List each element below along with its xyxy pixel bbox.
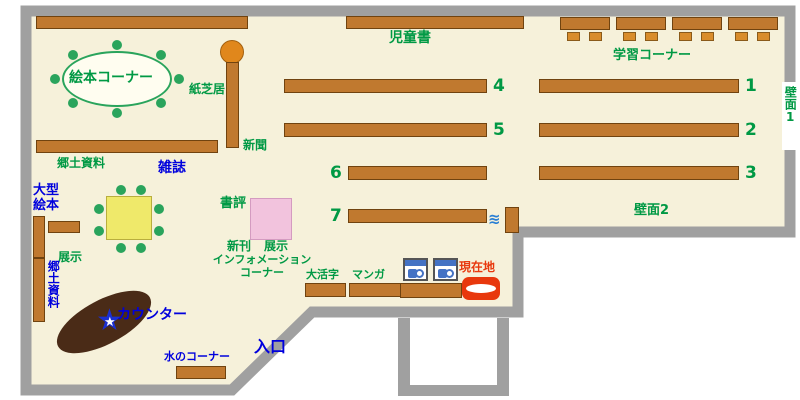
- local-materials-label: 郷土資料: [57, 156, 106, 170]
- copier-counter-shelf: [400, 283, 462, 298]
- large-picture-books-shelf: [33, 216, 45, 258]
- shelf-number-6: 6: [330, 163, 342, 183]
- bookshelf-row-5: [284, 123, 487, 137]
- large-print-shelf: [305, 283, 346, 297]
- study-desk: [616, 17, 666, 30]
- copier-lid: [435, 260, 456, 266]
- study-chair: [757, 32, 770, 41]
- picture-book-chair: [68, 98, 78, 108]
- reading-chair: [94, 226, 104, 236]
- picture-book-chair: [174, 74, 184, 84]
- reading-chair: [154, 226, 164, 236]
- shelf-number-2: 2: [745, 120, 757, 140]
- vestibule-wall-right: [497, 318, 509, 396]
- shelf-number-1: 1: [745, 76, 757, 96]
- copier-icon: [403, 258, 428, 281]
- shelf-number-7: 7: [330, 206, 342, 226]
- bookshelf-row-2: [539, 123, 739, 137]
- local-materials-shelf: [36, 140, 218, 153]
- study-chair: [589, 32, 602, 41]
- study-chair: [645, 32, 658, 41]
- local-materials-shelf-left: [33, 258, 45, 322]
- reading-chair: [136, 243, 146, 253]
- bookshelf-row-7: [348, 209, 487, 223]
- picture-book-corner-label: 絵本コーナー: [69, 70, 153, 86]
- local-materials-left-label: 郷土資料: [46, 260, 61, 308]
- manga-shelf: [349, 283, 402, 297]
- reading-chair: [154, 204, 164, 214]
- study-chair: [623, 32, 636, 41]
- shelf-number-5: 5: [493, 120, 505, 140]
- picture-book-chair: [112, 40, 122, 50]
- water-fountain-icon: ≋: [488, 210, 501, 228]
- counter-star-icon: ★: [96, 303, 123, 338]
- water-corner-shelf: [176, 366, 226, 379]
- magazines-label: 雑誌: [158, 160, 186, 176]
- water-corner-label: 水のコーナー: [164, 350, 230, 363]
- copier-dial: [415, 269, 424, 278]
- display-left-label: 展示: [58, 250, 83, 264]
- copier-dial: [445, 269, 454, 278]
- children-books-label: 児童書: [389, 30, 431, 46]
- kamishibai-table: [220, 40, 244, 64]
- picture-book-chair: [50, 74, 60, 84]
- reading-chair: [136, 185, 146, 195]
- reading-chair: [94, 204, 104, 214]
- top-wall-shelf-left: [36, 16, 248, 29]
- reading-table: [106, 196, 152, 240]
- new-books-label: 新刊: [227, 239, 252, 253]
- display-center-label: 展示: [264, 239, 289, 253]
- study-chair: [735, 32, 748, 41]
- current-location-label: 現在地: [459, 260, 496, 274]
- kamishibai-label: 紙芝居: [189, 82, 226, 96]
- large-picture-books-label: 大型絵本: [33, 183, 60, 213]
- picture-book-chair: [68, 50, 78, 60]
- information-corner-label-line1: インフォメーション: [212, 253, 312, 266]
- bookshelf-row-6: [348, 166, 487, 180]
- large-print-label: 大活字: [306, 268, 339, 281]
- study-desk: [672, 17, 722, 30]
- vestibule-wall-bottom: [398, 385, 509, 396]
- study-chair: [701, 32, 714, 41]
- picture-book-chair: [112, 108, 122, 118]
- wall1-window: [782, 82, 796, 150]
- picture-book-table: [62, 51, 172, 107]
- study-desk: [728, 17, 778, 30]
- display-shelf-left: [48, 221, 80, 233]
- bookshelf-row-4: [284, 79, 487, 93]
- copier-panel: [408, 269, 417, 278]
- reading-chair: [116, 243, 126, 253]
- new-books-display-table: [250, 198, 292, 240]
- kamishibai-shelf: [226, 62, 239, 148]
- bookshelf-row-3: [539, 166, 739, 180]
- copier-panel: [438, 269, 447, 278]
- study-desk: [560, 17, 610, 30]
- copier-lid: [405, 260, 426, 266]
- wall2-label: 壁面2: [634, 203, 670, 218]
- top-wall-shelf-center: [346, 16, 524, 29]
- book-review-label: 書評: [220, 196, 247, 211]
- counter-star-inner-icon: ★: [104, 315, 116, 330]
- wall1-label: 壁面1: [783, 86, 798, 124]
- study-corner-label: 学習コーナー: [613, 48, 692, 63]
- vestibule-wall-left: [398, 318, 410, 396]
- manga-label: マンガ: [352, 268, 385, 281]
- shelf-number-4: 4: [493, 76, 505, 96]
- information-corner-label-line2: コーナー: [240, 266, 284, 279]
- counter-label: カウンター: [117, 307, 187, 323]
- study-chair: [679, 32, 692, 41]
- current-location-marker: [462, 277, 500, 300]
- study-chair: [567, 32, 580, 41]
- reading-chair: [116, 185, 126, 195]
- current-location-marker-band: [466, 284, 496, 293]
- newspaper-label: 新聞: [243, 138, 268, 152]
- corner-shelf: [505, 207, 519, 233]
- copier-icon: [433, 258, 458, 281]
- entrance-label: 入口: [254, 337, 287, 356]
- shelf-number-3: 3: [745, 163, 757, 183]
- picture-book-chair: [156, 98, 166, 108]
- picture-book-chair: [156, 50, 166, 60]
- bookshelf-row-1: [539, 79, 739, 93]
